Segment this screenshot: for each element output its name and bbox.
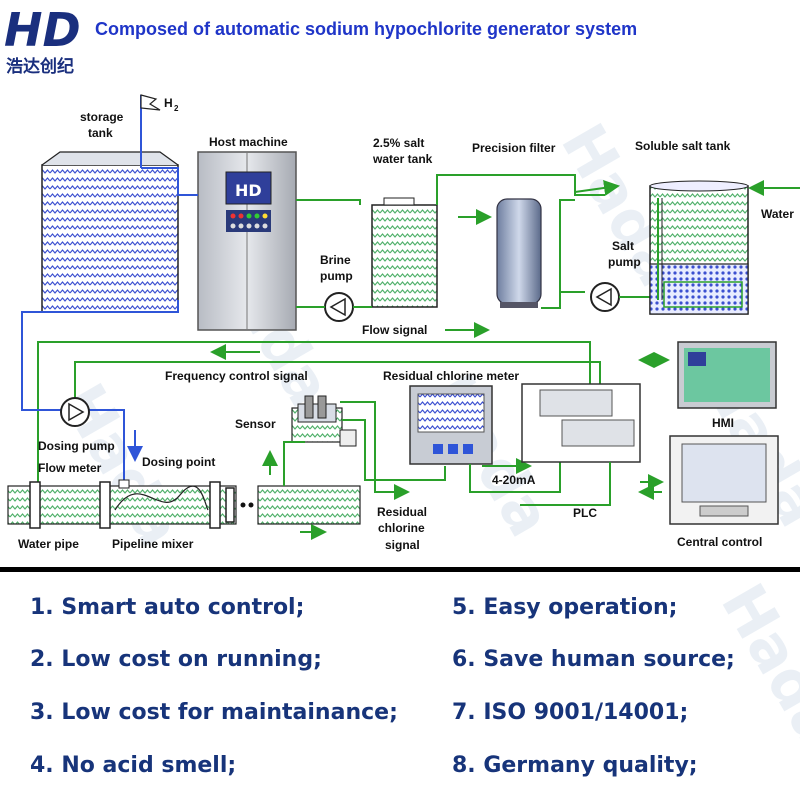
- label-brine-pump: pump: [320, 269, 353, 283]
- feature-item: 5. Easy operation;: [452, 595, 677, 620]
- feature-item: 8. Germany quality;: [452, 753, 698, 778]
- feature-item: 3. Low cost for maintainance;: [30, 700, 398, 725]
- residual-chlorine-meter: Residual chlorine meter: [383, 369, 519, 465]
- plc: PLC: [521, 383, 641, 520]
- label-hmi: HMI: [712, 416, 734, 430]
- feature-item: 2. Low cost on running;: [30, 647, 322, 672]
- label-tank: tank: [88, 126, 113, 140]
- label-salt: Salt: [612, 239, 634, 253]
- residual-chlorine-signal-label: Residual chlorine signal: [377, 505, 427, 552]
- label-dosing-pump: Dosing pump: [38, 439, 115, 453]
- label-storage: storage: [80, 110, 124, 124]
- label-h2: H: [164, 96, 173, 110]
- page-title: Composed of automatic sodium hypochlorit…: [95, 19, 637, 39]
- dosing-line: [88, 409, 125, 480]
- soluble-salt-tank: Soluble salt tank: [635, 139, 749, 315]
- dosing-pump: Dosing pump: [38, 397, 115, 453]
- ma-line: [469, 440, 561, 493]
- water-pipe: [7, 479, 361, 540]
- logo-mark: HD: [4, 3, 81, 57]
- feature-item: 4. No acid smell;: [30, 753, 236, 778]
- label-precision-filter: Precision filter: [472, 141, 556, 155]
- divider: [0, 567, 800, 572]
- frequency-control-line: [74, 361, 601, 405]
- label-salt-water-2: water tank: [372, 152, 433, 166]
- host-machine: HD Host machine: [197, 135, 297, 331]
- label-water-pipe: Water pipe: [18, 537, 79, 551]
- label-signal: signal: [385, 538, 420, 552]
- host-logo: HD: [235, 181, 262, 200]
- label-brine: Brine: [320, 253, 351, 267]
- label-water: Water: [761, 207, 794, 221]
- inflow-arrow: [574, 180, 620, 196]
- salt-pump: Salt pump: [590, 239, 641, 312]
- label-4-20ma: 4-20mA: [492, 473, 536, 487]
- sensor-meter-line: [342, 419, 446, 481]
- feature-item: 7. ISO 9001/14001;: [452, 700, 688, 725]
- label-pipeline-mixer: Pipeline mixer: [112, 537, 194, 551]
- water-line: [141, 167, 198, 196]
- residual-signal-line: [340, 401, 410, 500]
- label-sensor: Sensor: [235, 417, 276, 431]
- precision-filter: Precision filter: [472, 141, 556, 308]
- central-control: Central control: [669, 435, 779, 549]
- label-flow-signal: Flow signal: [362, 323, 427, 337]
- feature-item: 1. Smart auto control;: [30, 595, 304, 620]
- label-salt-pump: pump: [608, 255, 641, 269]
- label-flow-meter: Flow meter: [38, 461, 102, 475]
- label-central-control: Central control: [677, 535, 762, 549]
- sample-line: [283, 441, 305, 486]
- h2-vent: H 2: [140, 94, 179, 168]
- feature-item: 6. Save human source;: [452, 647, 735, 672]
- storage-tank: storage tank: [41, 110, 179, 313]
- logo-chinese: 浩达创纪: [6, 56, 74, 77]
- company-logo: HD 浩达创纪: [4, 3, 81, 77]
- label-plc: PLC: [573, 506, 597, 520]
- label-residual: Residual: [377, 505, 427, 519]
- salt-water-tank: 2.5% salt water tank: [371, 136, 438, 308]
- label-chlorine: chlorine: [378, 521, 425, 535]
- hypochlorite-line: [296, 199, 361, 205]
- sensor: Sensor: [235, 395, 357, 447]
- label-soluble-salt-tank: Soluble salt tank: [635, 139, 731, 153]
- label-dosing-point: Dosing point: [142, 455, 215, 469]
- label-residual-chlorine-meter: Residual chlorine meter: [383, 369, 519, 383]
- label-h2-sub: 2: [174, 104, 179, 113]
- flow-signal-line: [37, 341, 591, 520]
- dosing-line: [21, 300, 179, 411]
- filter-return-line: [541, 199, 575, 309]
- plc-signal-line: [520, 462, 611, 506]
- feature-list: 1. Smart auto control; 2. Low cost on ru…: [30, 595, 735, 778]
- label-frequency-control: Frequency control signal: [165, 369, 308, 383]
- filter-line: [436, 174, 605, 205]
- hmi: HMI: [677, 341, 777, 430]
- brine-pump: Brine pump: [320, 253, 354, 322]
- label-salt-water-1: 2.5% salt: [373, 136, 424, 150]
- label-host-machine: Host machine: [209, 135, 288, 149]
